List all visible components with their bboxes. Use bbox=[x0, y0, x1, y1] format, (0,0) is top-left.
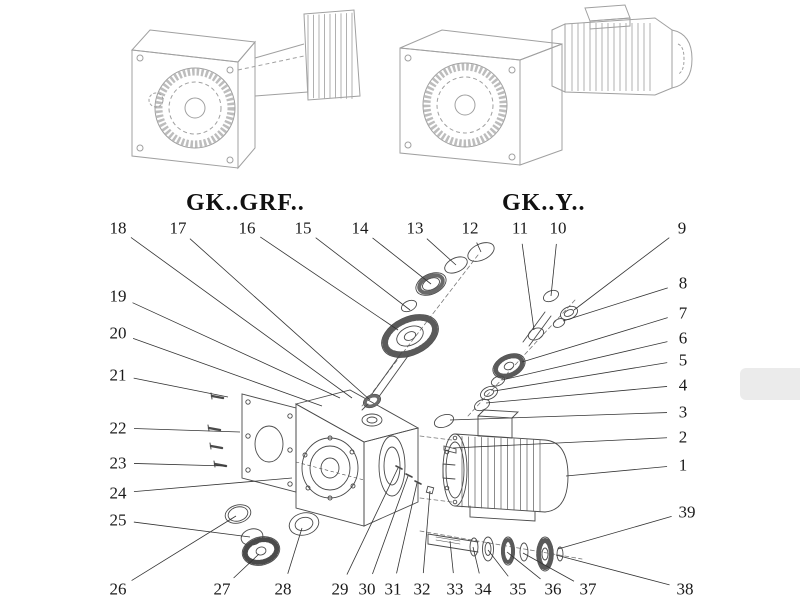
callout-14: 14 bbox=[351, 218, 369, 238]
title-y: GK..Y.. bbox=[502, 190, 586, 216]
o-ring-3 bbox=[433, 413, 455, 429]
gearbox-grf-drawing bbox=[130, 9, 361, 170]
ring-10 bbox=[542, 289, 560, 303]
callout-36: 36 bbox=[544, 579, 562, 599]
title-grf: GK..GRF.. bbox=[186, 190, 305, 216]
watermark bbox=[740, 368, 800, 400]
gear-38 bbox=[536, 536, 554, 572]
ring-37 bbox=[519, 542, 529, 562]
callout-7: 7 bbox=[678, 303, 688, 323]
callout-38: 38 bbox=[676, 579, 694, 599]
callout-23: 23 bbox=[109, 453, 127, 473]
snap-ring-13 bbox=[444, 256, 468, 274]
callout-33: 33 bbox=[446, 579, 464, 599]
callout-6: 6 bbox=[678, 328, 688, 348]
pinion-18 bbox=[363, 393, 381, 409]
callout-22: 22 bbox=[109, 418, 127, 438]
callout-30: 30 bbox=[358, 579, 376, 599]
cover-plate bbox=[241, 393, 297, 493]
callout-26: 26 bbox=[109, 579, 127, 599]
callout-16: 16 bbox=[238, 218, 256, 238]
callout-12: 12 bbox=[461, 218, 479, 238]
callout-25: 25 bbox=[109, 510, 127, 530]
callout-31: 31 bbox=[384, 579, 402, 599]
motor-drawing bbox=[551, 4, 693, 96]
lower-left-parts bbox=[224, 504, 320, 566]
motor bbox=[442, 409, 569, 522]
snap-ring-25 bbox=[240, 528, 264, 546]
callout-2: 2 bbox=[678, 427, 688, 447]
bearing-14 bbox=[415, 272, 447, 296]
bearing-5 bbox=[480, 385, 498, 401]
bevel-input-train bbox=[433, 289, 578, 429]
callout-1: 1 bbox=[678, 455, 688, 475]
washer-39 bbox=[556, 546, 564, 562]
callout-32: 32 bbox=[413, 579, 431, 599]
callout-39: 39 bbox=[678, 502, 696, 522]
callout-17: 17 bbox=[169, 218, 187, 238]
callout-4: 4 bbox=[678, 375, 688, 395]
callout-37: 37 bbox=[579, 579, 597, 599]
callout-10: 10 bbox=[549, 218, 567, 238]
spacer-15 bbox=[400, 299, 418, 313]
callout-15: 15 bbox=[294, 218, 312, 238]
callout-3: 3 bbox=[678, 402, 688, 422]
gear-27 bbox=[241, 536, 281, 566]
output-shaft-assembly bbox=[427, 533, 564, 572]
fasteners bbox=[395, 465, 435, 495]
spacer-6 bbox=[490, 375, 506, 387]
exploded-view bbox=[207, 242, 583, 572]
callout-34: 34 bbox=[474, 579, 492, 599]
upper-gear-train bbox=[361, 242, 495, 411]
callout-9: 9 bbox=[677, 218, 687, 238]
callout-8: 8 bbox=[678, 273, 688, 293]
callout-21: 21 bbox=[109, 365, 127, 385]
ring-34 bbox=[469, 537, 479, 557]
callout-19: 19 bbox=[109, 286, 127, 306]
key-2 bbox=[443, 445, 457, 454]
bearing-35 bbox=[482, 536, 494, 562]
callout-24: 24 bbox=[109, 483, 127, 503]
callout-29: 29 bbox=[331, 579, 349, 599]
callout-18: 18 bbox=[109, 218, 127, 238]
callout-27: 27 bbox=[213, 579, 231, 599]
ring-26 bbox=[224, 504, 252, 524]
bearing-28 bbox=[288, 512, 320, 536]
callout-13: 13 bbox=[406, 218, 424, 238]
bolts bbox=[207, 392, 228, 468]
gear-36 bbox=[501, 536, 515, 566]
gear-7 bbox=[492, 353, 526, 379]
callout-20: 20 bbox=[109, 323, 127, 343]
shaft-17 bbox=[371, 351, 409, 399]
gear-16 bbox=[381, 314, 439, 358]
shaft-33 bbox=[427, 533, 479, 553]
callout-11: 11 bbox=[511, 218, 529, 238]
callout-35: 35 bbox=[509, 579, 527, 599]
callout-28: 28 bbox=[274, 579, 292, 599]
gearbox-y-drawing bbox=[399, 4, 693, 166]
ring-4 bbox=[473, 398, 491, 412]
bevel-pinion-11 bbox=[522, 311, 552, 347]
callout-5: 5 bbox=[678, 350, 688, 370]
